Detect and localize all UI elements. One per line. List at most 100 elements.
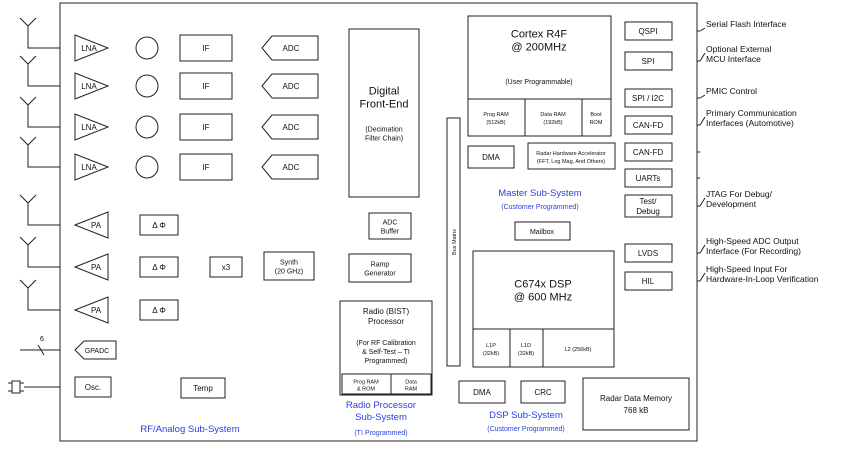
adc-block-3: [261, 114, 319, 140]
master-data-ram-label: (192kB): [543, 120, 562, 126]
boot-rom-label: ROM: [590, 120, 603, 126]
dsp-label: @ 600 MHz: [514, 292, 572, 304]
lna-label: LNA: [81, 82, 97, 91]
antenna-feed: [27, 217, 75, 226]
interface-box-6: [624, 168, 673, 188]
radio-processor-note: Programmed): [365, 358, 408, 365]
interface-description: Serial Flash Interface: [706, 19, 787, 29]
pa-label: PA: [91, 263, 102, 272]
lna-label: LNA: [81, 44, 97, 53]
interface-description: Optional External: [706, 44, 771, 54]
dsp-subsystem-note: (Customer Programmed): [487, 426, 564, 433]
pa-amplifier-1: [73, 211, 109, 239]
adc-block-1: [261, 35, 319, 61]
mixer-icon: [135, 115, 159, 139]
interface-box-9: [624, 271, 673, 291]
antenna-feed: [27, 40, 75, 49]
master-dma: [467, 145, 515, 169]
antenna-feed: [27, 259, 75, 268]
hw-accelerator-label: (FFT, Log Mag, And Others): [537, 159, 605, 165]
radio-data-ram-label: RAM: [405, 387, 418, 393]
phase-shifter-2: [139, 256, 179, 278]
antenna-icon: [19, 236, 37, 246]
ramp-generator: [348, 253, 412, 283]
master-data-ram-label: Data RAM: [540, 112, 566, 118]
lna-amplifier-4: [74, 153, 110, 181]
interface-leader: [699, 272, 706, 282]
interface-label: HIL: [642, 277, 655, 286]
radar-hw-accelerator: [527, 142, 616, 170]
antenna-feed: [27, 119, 75, 128]
dsp-dma-label: DMA: [473, 388, 491, 397]
antenna-icon: [19, 136, 37, 146]
digital-front-end: [348, 28, 420, 198]
if-block-3: [179, 113, 233, 141]
gpadc-bus-slash: [37, 344, 45, 356]
antenna-icon: [19, 194, 37, 204]
temp-label: Temp: [193, 384, 213, 393]
if-label: IF: [202, 44, 209, 53]
cortex-note: (User Programmable): [505, 79, 572, 86]
radio-data-ram: [390, 373, 432, 395]
dsp-subsystem-title: DSP Sub-System: [489, 410, 563, 421]
osc-block: [74, 376, 112, 398]
l1p-label: L1P: [486, 343, 496, 349]
antenna-icon: [19, 96, 37, 106]
if-block-4: [179, 153, 233, 181]
if-label: IF: [202, 82, 209, 91]
interface-label: Debug: [636, 207, 660, 216]
gpadc-label: GPADC: [85, 348, 109, 355]
adc-buffer-label: ADC: [383, 220, 398, 227]
interface-description: Primary Communication: [706, 108, 797, 118]
radio-subsystem-title: Sub-System: [355, 412, 407, 423]
cortex-label: @ 200MHz: [511, 42, 566, 54]
interface-leader: [699, 197, 706, 207]
radar-data-memory-label: 768 kB: [624, 406, 649, 415]
gpadc-count: 6: [40, 336, 44, 343]
interface-label: CAN-FD: [633, 121, 663, 130]
l2-label: L2 (256kB): [565, 347, 592, 353]
interface-box-2: [624, 51, 673, 71]
bus-matrix: [446, 117, 461, 367]
radio-prog-ram-label: & ROM: [357, 387, 375, 393]
boot-rom-label: Boot: [590, 112, 602, 118]
dfe-title: Digital: [369, 86, 400, 98]
phase-shifter-label: Δ Φ: [152, 221, 166, 230]
interface-label: UARTs: [636, 174, 661, 183]
pa-amplifier-2: [73, 253, 109, 281]
dsp-label: C674x DSP: [514, 279, 571, 291]
master-subsystem-title: Master Sub-System: [498, 188, 581, 199]
radar-data-memory-label: Radar Data Memory: [600, 394, 672, 403]
mixer-icon: [135, 155, 159, 179]
interface-leader: [699, 94, 706, 99]
interface-description: Hardware-In-Loop Verification: [706, 274, 819, 284]
phase-shifter-label: Δ Φ: [152, 263, 166, 272]
lna-amplifier-3: [74, 113, 110, 141]
x3-multiplier: [209, 256, 243, 278]
crc-label: CRC: [534, 388, 552, 397]
l1d-label: L1D: [521, 343, 531, 349]
interface-description: High-Speed ADC Output: [706, 236, 799, 246]
interface-label: LVDS: [638, 249, 658, 258]
antenna-feed: [27, 78, 75, 87]
crystal-icon: [11, 380, 21, 394]
interface-box-3: [624, 88, 673, 108]
phase-shifter-3: [139, 299, 179, 321]
phase-shifter-1: [139, 214, 179, 236]
radio-processor-note: (For RF Calibration: [356, 340, 416, 347]
interface-label: CAN-FD: [633, 148, 663, 157]
cortex-label: Cortex R4F: [511, 29, 568, 41]
interface-label: QSPI: [638, 27, 657, 36]
interface-description: PMIC Control: [706, 86, 757, 96]
x3-label: x3: [222, 263, 231, 272]
osc-label: Osc.: [85, 383, 101, 392]
ramp-generator-label: Generator: [364, 271, 396, 278]
synth-block: [263, 251, 315, 281]
gpadc-block: [74, 340, 117, 360]
adc-label: ADC: [283, 163, 300, 172]
mixer-icon: [135, 36, 159, 60]
radio-processor-title: Radio (BIST): [363, 307, 410, 316]
adc-buffer: [368, 212, 412, 240]
